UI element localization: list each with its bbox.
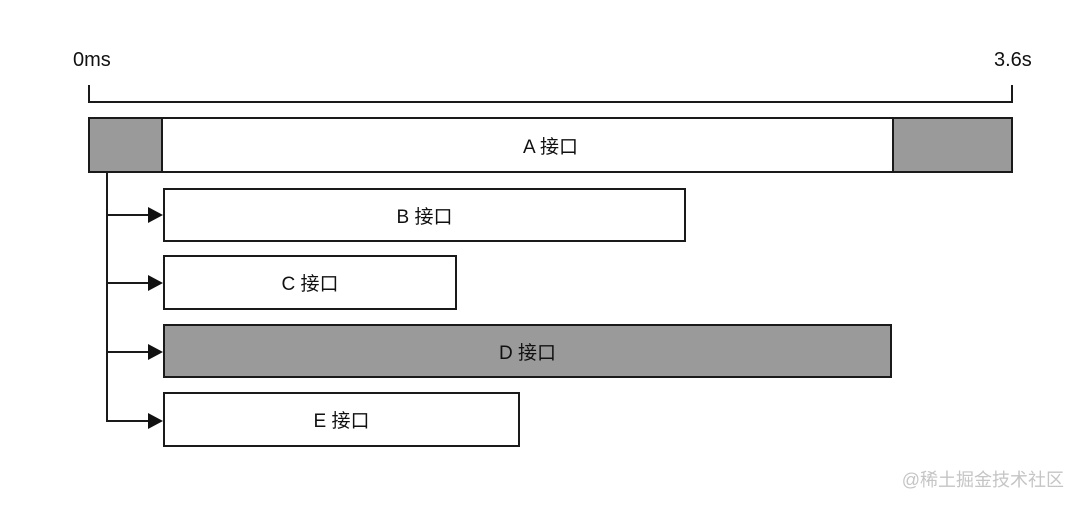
arrowhead-icon bbox=[148, 275, 163, 291]
bar-e-label: E 接口 bbox=[313, 411, 370, 432]
arrow-line bbox=[107, 351, 149, 353]
arrowhead-icon bbox=[148, 413, 163, 429]
bar-c-interface: C 接口 bbox=[163, 255, 457, 310]
bar-a-label: A 接口 bbox=[523, 136, 578, 158]
bar-a-interface: A 接口 bbox=[88, 117, 1013, 173]
timeline-start-label: 0ms bbox=[73, 49, 111, 71]
timeline-end-label: 3.6s bbox=[994, 49, 1032, 71]
arrow-to-c bbox=[107, 275, 163, 291]
bar-d-interface: D 接口 bbox=[163, 324, 892, 378]
bar-d-label: D 接口 bbox=[498, 342, 556, 364]
arrowhead-icon bbox=[148, 207, 163, 223]
arrow-line bbox=[107, 214, 149, 216]
arrowhead-icon bbox=[148, 344, 163, 360]
watermark: @稀土掘金技术社区 bbox=[901, 470, 1064, 490]
timeline-bracket bbox=[88, 85, 1013, 103]
arrow-to-d bbox=[107, 344, 163, 360]
bar-b-label: B 接口 bbox=[396, 206, 453, 228]
bar-a-right-gray-segment bbox=[892, 119, 1011, 171]
bar-b-interface: B 接口 bbox=[163, 188, 686, 242]
connector-trunk-line bbox=[106, 173, 108, 422]
arrow-line bbox=[107, 420, 149, 422]
bar-a-left-gray-segment bbox=[90, 119, 163, 171]
bar-e-interface: E 接口 bbox=[163, 392, 520, 447]
bar-c-label: C 接口 bbox=[281, 274, 339, 295]
arrow-to-e bbox=[107, 413, 163, 429]
arrow-to-b bbox=[107, 207, 163, 223]
arrow-line bbox=[107, 282, 149, 284]
